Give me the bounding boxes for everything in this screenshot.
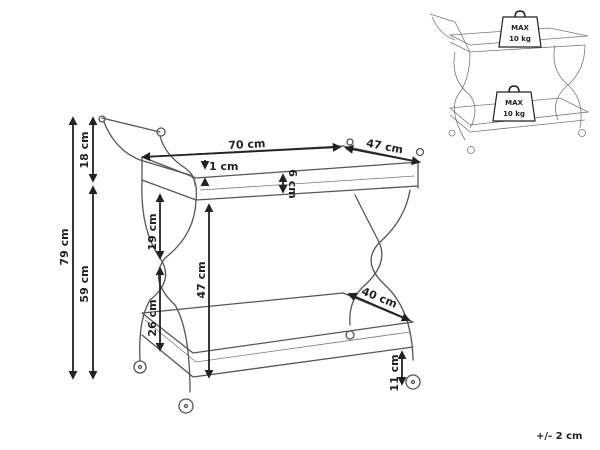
label-thickness: 1 cm	[209, 160, 238, 173]
dim-depth	[344, 144, 421, 166]
svg-text:10 kg: 10 kg	[503, 110, 525, 118]
label-clearance: 11 cm	[388, 354, 401, 391]
dimension-lines	[68, 116, 421, 386]
weight-icon-bottom: MAX 10 kg	[492, 85, 536, 122]
cart-drawing	[98, 115, 425, 414]
svg-text:MAX: MAX	[505, 99, 523, 107]
svg-text:10 kg: 10 kg	[509, 35, 531, 43]
dim-width	[141, 142, 342, 162]
label-handle-height: 18 cm	[78, 131, 91, 168]
label-shelf-height: 59 cm	[78, 265, 91, 302]
load-capacity-thumbnail: MAX 10 kg MAX 10 kg	[429, 10, 590, 154]
lower-shelf	[141, 292, 414, 354]
label-lower-leg: 26 cm	[146, 299, 159, 336]
dim-lower-depth	[347, 292, 411, 322]
wheel-icon	[133, 330, 421, 414]
label-shelf-gap: 47 cm	[195, 261, 208, 298]
weight-icon-top: MAX 10 kg	[498, 10, 542, 48]
tolerance-note: +/- 2 cm	[536, 431, 582, 442]
svg-text:MAX: MAX	[511, 24, 529, 32]
label-width: 70 cm	[228, 137, 266, 152]
label-total-height: 79 cm	[58, 228, 71, 265]
handle-knob	[156, 127, 166, 137]
handle-bar	[101, 117, 161, 133]
label-upper-leg: 19 cm	[146, 213, 159, 250]
label-rim: 6 cm	[286, 169, 299, 198]
